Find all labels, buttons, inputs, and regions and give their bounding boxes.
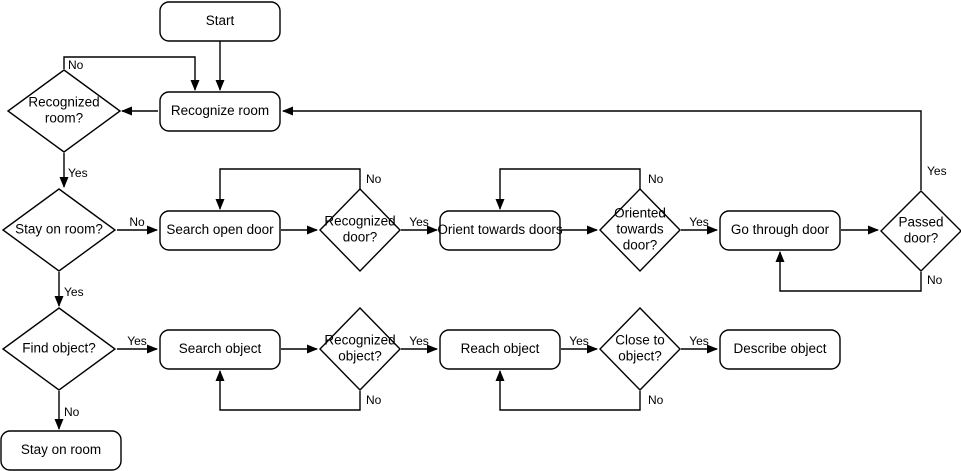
edge-label-recognized-room-yes: Yes [68, 166, 88, 180]
edge-label-stay-on-room-yes: Yes [64, 285, 84, 299]
search-object-node[interactable]: Search object [159, 329, 281, 370]
search-open-door-node-label: Search open door [166, 222, 274, 237]
start-node-label: Start [206, 13, 235, 28]
recognized-room-decision-shape [6, 69, 122, 153]
passed-door-decision-shape [880, 190, 961, 272]
edge-close-to-object-no-loop [495, 370, 641, 411]
edge-label-find-object-no: No [64, 405, 80, 419]
edge-label-close-to-object-yes-2: Yes [569, 334, 589, 348]
edge-passed-door-no-loop [775, 251, 922, 292]
recognized-room-decision-label: Recognized [28, 95, 99, 110]
stay-on-room-decision[interactable]: Stay on room? [1, 188, 117, 272]
recognized-object-decision-label: Recognized [324, 333, 395, 348]
find-object-decision[interactable]: Find object? [1, 307, 117, 391]
describe-object-node-shape [719, 329, 841, 370]
reach-object-node-label: Reach object [461, 341, 540, 356]
recognized-object-decision-label: object? [338, 349, 382, 364]
passed-door-decision-label: Passed [898, 215, 943, 230]
recognize-room-node-label: Recognize room [171, 103, 269, 118]
reach-object-node-shape [439, 329, 561, 370]
edge-label-recognized-room-no: No [68, 58, 84, 72]
oriented-towards-door-decision-label: towards [616, 222, 664, 237]
recognize-room-node[interactable]: Recognize room [159, 91, 281, 132]
go-through-door-node-shape [719, 210, 841, 251]
describe-object-node-label: Describe object [733, 341, 826, 356]
recognized-door-decision-label: Recognized [324, 214, 395, 229]
edge-label-oriented-door-no: No [648, 172, 664, 186]
edge-label-recognized-object-no: No [366, 393, 382, 407]
orient-towards-doors-node-shape [439, 210, 561, 251]
oriented-towards-door-decision-label: door? [623, 238, 658, 253]
recognized-door-decision-shape [319, 187, 401, 273]
edge-label-recognized-door-yes: Yes [409, 215, 429, 229]
passed-door-decision-label: door? [904, 231, 939, 246]
oriented-towards-door-decision-label: Oriented [614, 206, 666, 221]
describe-object-node[interactable]: Describe object [719, 329, 841, 370]
edge-label-stay-on-room-no: No [129, 215, 145, 229]
edge-recognized-object-no-loop [215, 370, 361, 411]
recognized-object-decision-shape [319, 306, 401, 392]
edge-label-close-to-object-no: No [648, 393, 664, 407]
edge-labels-layer: NoYesNoYesYesNoNoYesNoYesYesNoYesNoYesNo… [64, 58, 947, 419]
edge-label-recognized-object-yes: Yes [409, 334, 429, 348]
search-object-node-shape [159, 329, 281, 370]
edge-passed-door-yes-to-recognize-room [282, 106, 922, 190]
go-through-door-node[interactable]: Go through door [719, 210, 841, 251]
find-object-decision-shape [1, 307, 117, 391]
edge-oriented-door-no-loop [495, 168, 641, 210]
edge-label-close-to-object-yes: Yes [689, 334, 709, 348]
edge-label-passed-door-yes: Yes [927, 164, 947, 178]
stay-on-room-decision-label: Stay on room? [15, 222, 103, 237]
edge-recognized-room-no-loop [63, 56, 200, 91]
orient-towards-doors-node[interactable]: Orient towards doors [437, 210, 563, 251]
close-to-object-decision-shape [599, 306, 681, 392]
find-object-decision-label: Find object? [22, 341, 96, 356]
stay-on-room-terminal-node[interactable]: Stay on room [0, 430, 122, 471]
edges-layer [54, 41, 922, 430]
close-to-object-decision-label: object? [618, 349, 662, 364]
search-open-door-node-shape [159, 210, 281, 251]
oriented-towards-door-decision-shape [599, 187, 681, 273]
go-through-door-node-label: Go through door [731, 222, 830, 237]
stay-on-room-terminal-node-label: Stay on room [21, 442, 101, 457]
stay-on-room-terminal-node-shape [0, 430, 122, 471]
edge-label-passed-door-no: No [927, 273, 943, 287]
edge-label-find-object-yes: Yes [127, 334, 147, 348]
edge-label-recognized-door-no: No [366, 172, 382, 186]
search-open-door-node[interactable]: Search open door [159, 210, 281, 251]
recognize-room-node-shape [159, 91, 281, 132]
start-node[interactable]: Start [159, 1, 281, 42]
stay-on-room-decision-shape [1, 188, 117, 272]
reach-object-node[interactable]: Reach object [439, 329, 561, 370]
recognized-room-decision-label: room? [45, 111, 83, 126]
search-object-node-label: Search object [179, 341, 262, 356]
edge-recognized-door-no-loop [215, 168, 361, 210]
start-node-shape [159, 1, 281, 42]
recognized-door-decision-label: door? [343, 230, 378, 245]
orient-towards-doors-node-label: Orient towards doors [437, 222, 563, 237]
close-to-object-decision-label: Close to [615, 333, 665, 348]
edge-label-oriented-door-yes: Yes [689, 215, 709, 229]
